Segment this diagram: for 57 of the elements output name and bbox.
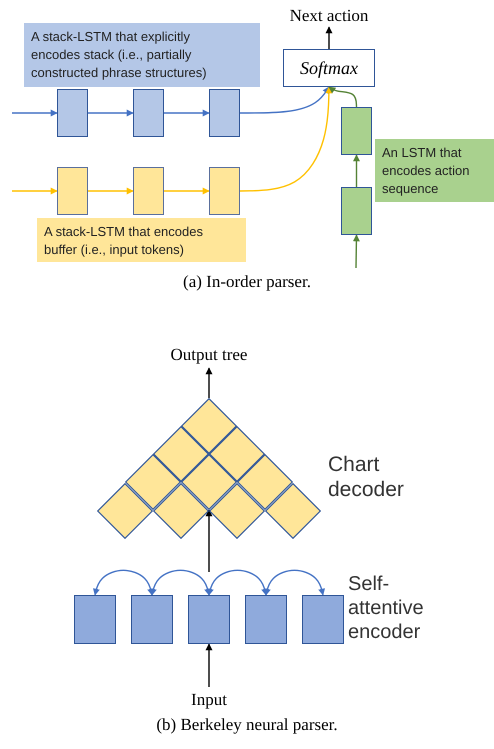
- encoder-cell: [74, 595, 116, 644]
- chart-cell: [265, 483, 321, 539]
- lstm-cell: [133, 89, 164, 137]
- node-label: Next action: [280, 5, 378, 27]
- lstm-cell: [209, 167, 240, 215]
- softmax-box: [283, 49, 375, 87]
- chart-cell: [181, 398, 237, 454]
- callout-box: [37, 218, 246, 262]
- attention-arc: [92, 570, 154, 596]
- arrow: [240, 86, 332, 192]
- encoder-cell: [302, 595, 344, 644]
- component-label: Chart decoder: [328, 452, 405, 502]
- caption: (b) Berkeley neural parser.: [155, 715, 339, 736]
- chart-cell: [209, 426, 265, 482]
- lstm-cell: [57, 89, 88, 137]
- arrow: [353, 154, 360, 187]
- node-label: Input: [174, 687, 244, 713]
- attention-arc: [264, 570, 326, 596]
- arrow: [326, 26, 332, 49]
- chart-cell: [97, 483, 153, 539]
- callout-box: [24, 23, 260, 87]
- arrow: [88, 188, 134, 194]
- arrow: [206, 643, 212, 687]
- attention-arc: [150, 570, 212, 596]
- lstm-cell: [57, 167, 88, 215]
- attention-arc: [206, 570, 268, 596]
- chart-cell: [125, 454, 181, 510]
- arrow: [240, 86, 330, 114]
- chart-cell: [181, 454, 237, 510]
- node-label: Softmax: [300, 58, 358, 78]
- arrow: [206, 367, 212, 398]
- callout-text: A stack-LSTM that explicitly encodes stack (i.e., partially constructed phrase structures): [31, 28, 208, 82]
- callout-text: A stack-LSTM that encodes buffer (i.e., input tokens): [44, 223, 204, 259]
- caption: (a) In-order parser.: [182, 272, 312, 292]
- lstm-cell: [133, 167, 164, 215]
- chart-cell: [237, 454, 293, 510]
- arrow: [12, 188, 58, 194]
- chart-cell: [153, 483, 209, 539]
- chart-cell: [153, 426, 209, 482]
- lstm-cell: [341, 107, 372, 155]
- callout-text: An LSTM that encodes action sequence: [382, 144, 470, 198]
- arrow: [206, 509, 212, 572]
- chart-cell: [209, 483, 265, 539]
- arrow: [328, 86, 358, 108]
- node-label: Output tree: [154, 342, 264, 368]
- lstm-cell: [341, 187, 372, 235]
- arrow: [12, 110, 58, 116]
- encoder-cell: [131, 595, 173, 644]
- arrow: [88, 110, 134, 116]
- arrow: [164, 110, 210, 116]
- lstm-cell: [209, 89, 240, 137]
- arrow: [352, 234, 360, 268]
- encoder-cell: [188, 595, 230, 644]
- encoder-cell: [245, 595, 287, 644]
- component-label: Self-attentive encoder: [348, 572, 425, 644]
- callout-box: [375, 139, 494, 202]
- arrow: [164, 188, 210, 194]
